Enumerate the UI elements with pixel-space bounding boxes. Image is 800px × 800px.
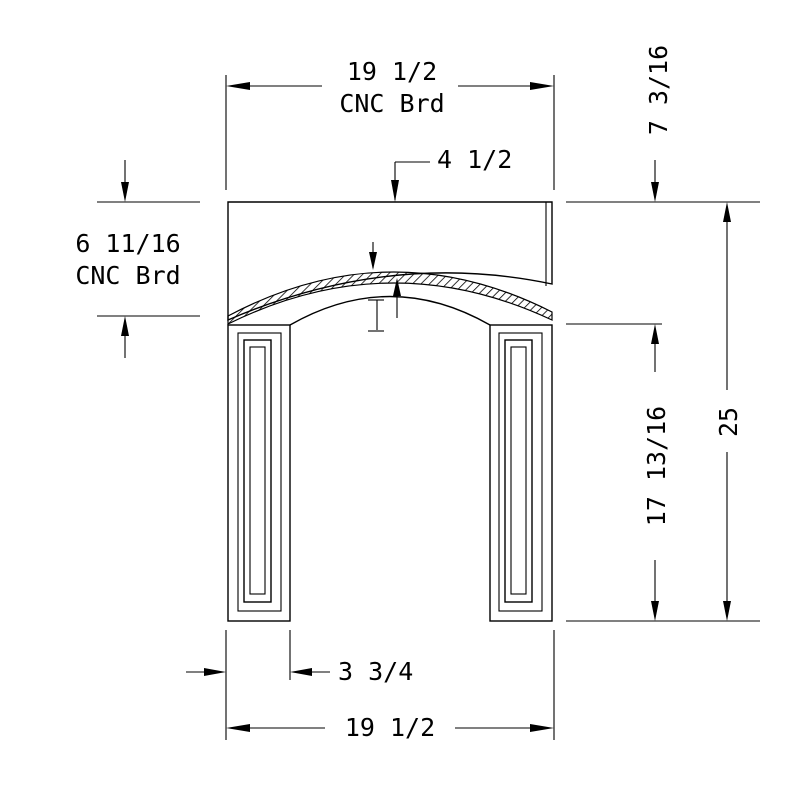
top-width-label: 19 1/2 xyxy=(347,57,437,86)
arch-inner-line xyxy=(289,295,491,326)
bottom-width-label: 19 1/2 xyxy=(345,713,435,742)
left-height-label: 6 11/16 xyxy=(75,229,180,258)
dim-leg-width: 3 3/4 xyxy=(186,630,413,740)
dim-overall-height: 25 xyxy=(566,202,760,622)
top-width-note: CNC Brd xyxy=(339,89,444,118)
overall-height-label: 25 xyxy=(714,407,743,437)
leg-height-label: 17 13/16 xyxy=(642,406,671,526)
left-leg xyxy=(227,324,291,622)
dim-arch-thickness xyxy=(368,242,401,332)
leg-width-label: 3 3/4 xyxy=(338,657,413,686)
dim-bottom-width: 19 1/2 xyxy=(226,630,555,742)
dim-top-width: 19 1/2 CNC Brd xyxy=(225,57,555,190)
dim-leg-height: 17 13/16 xyxy=(566,323,671,621)
top-rise-label: 7 3/16 xyxy=(644,45,673,135)
center-offset-label: 4 1/2 xyxy=(437,145,512,174)
left-height-note: CNC Brd xyxy=(75,261,180,290)
header-board xyxy=(227,201,553,326)
dim-top-rise: 7 3/16 xyxy=(566,45,760,203)
arch-hatch xyxy=(227,271,553,325)
dim-left-height: 6 11/16 CNC Brd xyxy=(75,160,200,358)
right-leg xyxy=(489,324,553,622)
dim-center-offset: 4 1/2 xyxy=(391,145,512,202)
